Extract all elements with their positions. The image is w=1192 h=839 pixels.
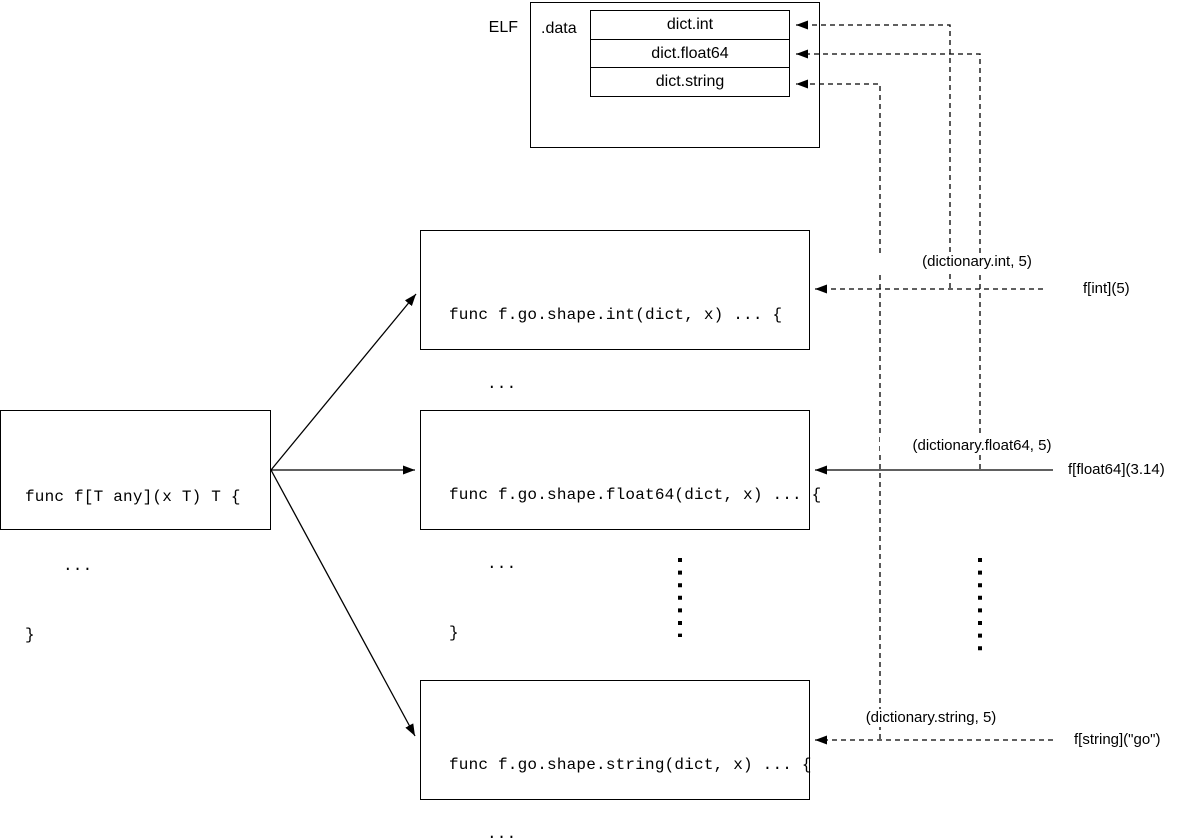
shape-func-string-code-line-1: func f.go.shape.string(dict, x) ... { [449,756,812,774]
generic-func-code-line-2: ... [63,557,93,575]
shape-func-float64-code-line-2: ... [487,555,517,573]
generic-func-code-line-3: } [25,626,35,644]
elf-label: ELF [488,19,518,36]
shape-func-int-code-line-1: func f.go.shape.int(dict, x) ... { [449,306,783,324]
stencil-arrow-string [270,469,416,737]
generic-func-code-line-1: func f[T any](x T) T { [25,488,241,506]
call-site-label-float64: f[float64](3.14) [1068,461,1165,478]
shape-func-int-code-line-2: ... [487,375,517,393]
shape-func-float64-box: func f.go.shape.float64(dict, x) ... { .… [420,410,822,642]
shape-func-int-box: func f.go.shape.int(dict, x) ... { ... } [420,230,810,462]
call-site-label-string: f[string]("go") [1074,731,1161,748]
call-args-label-float64: (dictionary.float64, 5) [880,437,1084,455]
dict-table: dict.int dict.float64 dict.string [590,10,790,97]
call-args-label-string: (dictionary.string, 5) [829,709,1033,727]
data-section-label: .data [541,20,577,37]
dict-entry-string: dict.string [590,67,790,97]
shape-func-string-code-line-2: ... [487,825,517,839]
shape-func-float64-code-line-3: } [449,624,459,642]
dict-entry-float64: dict.float64 [590,38,790,69]
call-site-label-int: f[int](5) [1083,280,1130,297]
generic-func-box: func f[T any](x T) T { ... } [0,410,271,644]
shape-func-string-box: func f.go.shape.string(dict, x) ... { ..… [420,680,812,839]
shape-func-float64-code-line-1: func f.go.shape.float64(dict, x) ... { [449,486,822,504]
stencil-arrow-int [270,293,417,471]
call-args-label-int: (dictionary.int, 5) [875,253,1079,271]
dict-entry-int: dict.int [590,10,790,40]
